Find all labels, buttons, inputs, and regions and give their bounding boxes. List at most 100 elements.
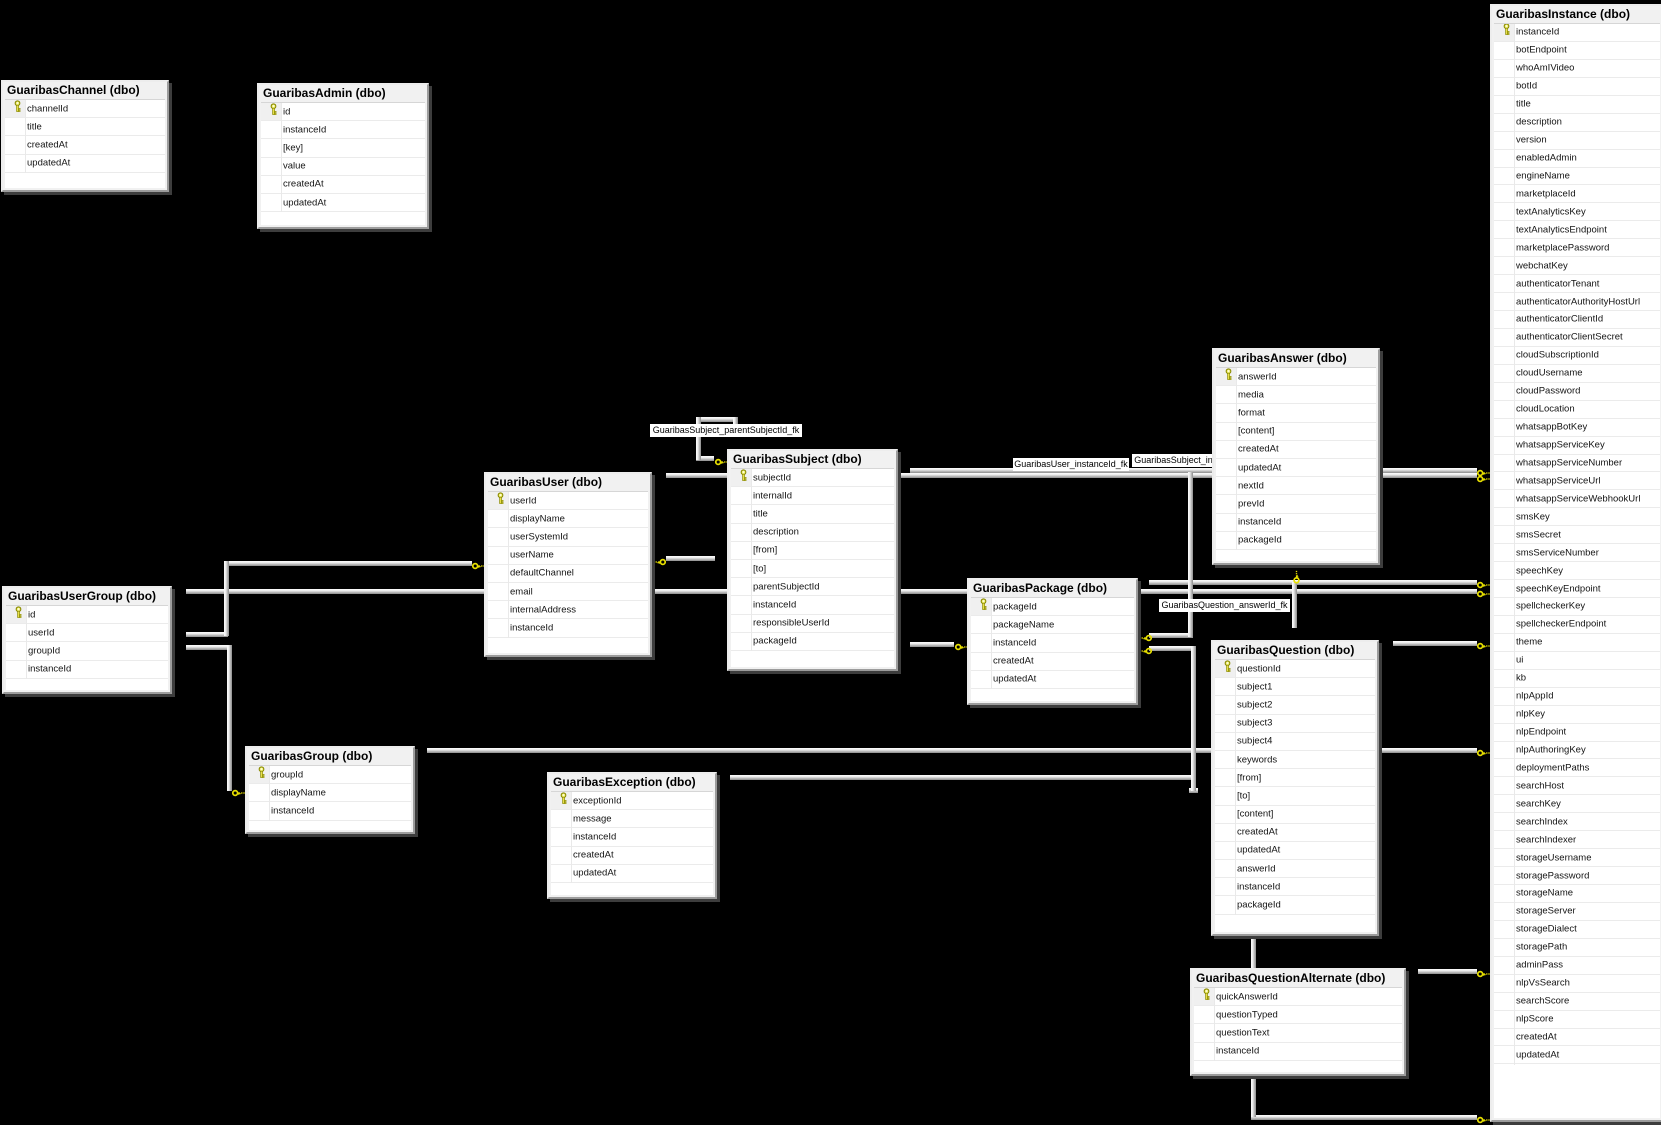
table-row[interactable]: quickAnswerId	[1194, 988, 1402, 1007]
table-row[interactable]: storageUsername	[1494, 849, 1660, 868]
table-row[interactable]: [to]	[731, 560, 894, 579]
table-row[interactable]: smsSecret	[1494, 526, 1660, 545]
table-row[interactable]: speechKeyEndpoint	[1494, 580, 1660, 598]
table-row[interactable]: adminPass	[1494, 957, 1660, 975]
table-row[interactable]: authenticatorClientId	[1494, 311, 1660, 329]
table-row[interactable]: spellcheckerKey	[1494, 598, 1660, 616]
table-row[interactable]: smsKey	[1494, 508, 1660, 527]
table-row[interactable]: instanceId	[731, 596, 894, 615]
table-row[interactable]: instanceId	[1194, 1043, 1402, 1061]
table-row[interactable]: keywords	[1215, 751, 1375, 770]
table-row[interactable]: botEndpoint	[1494, 42, 1660, 60]
table-row[interactable]: [key]	[261, 139, 425, 158]
table-row[interactable]: createdAt	[1216, 441, 1376, 459]
table-row[interactable]: instanceId	[551, 828, 713, 847]
table-row[interactable]: textAnalyticsKey	[1494, 203, 1660, 222]
table-row[interactable]: format	[1216, 404, 1376, 423]
table-row[interactable]: updatedAt	[971, 671, 1134, 689]
table-row[interactable]: title	[5, 118, 165, 137]
table-row[interactable]: speechKey	[1494, 562, 1660, 581]
table-row[interactable]: id	[6, 606, 168, 625]
table-row[interactable]: nlpScore	[1494, 1011, 1660, 1029]
table-row[interactable]: authenticatorClientSecret	[1494, 329, 1660, 347]
table-row[interactable]: storageDialect	[1494, 921, 1660, 939]
table-row[interactable]: whoAmIVideo	[1494, 60, 1660, 78]
table-row[interactable]: subject4	[1215, 733, 1375, 751]
table-row[interactable]: description	[731, 524, 894, 542]
table-row[interactable]: userId	[6, 624, 168, 643]
table-row[interactable]: marketplacePassword	[1494, 239, 1660, 258]
table-row[interactable]: defaultChannel	[488, 565, 648, 583]
table-row[interactable]: searchScore	[1494, 993, 1660, 1011]
table-row[interactable]: spellcheckerEndpoint	[1494, 616, 1660, 634]
table-row[interactable]: whatsappServiceWebhookUrl	[1494, 490, 1660, 509]
table-row[interactable]: storageName	[1494, 885, 1660, 903]
table-row[interactable]: subject1	[1215, 678, 1375, 697]
table-row[interactable]: searchHost	[1494, 777, 1660, 796]
table-row[interactable]: cloudUsername	[1494, 365, 1660, 383]
table-row[interactable]: updatedAt	[261, 194, 425, 213]
table-row[interactable]: whatsappServiceUrl	[1494, 472, 1660, 491]
table-row[interactable]: instanceId	[971, 634, 1134, 653]
table-row[interactable]: packageName	[971, 616, 1134, 635]
table-row[interactable]: deploymentPaths	[1494, 759, 1660, 778]
table-row[interactable]: questionText	[1194, 1024, 1402, 1043]
table-row[interactable]: storagePassword	[1494, 867, 1660, 885]
table-row[interactable]: ui	[1494, 652, 1660, 670]
table-row[interactable]: createdAt	[261, 176, 425, 194]
table-row[interactable]: userSystemId	[488, 528, 648, 547]
table-row[interactable]: storagePath	[1494, 939, 1660, 957]
table-row[interactable]: instanceId	[1494, 24, 1660, 42]
table-row[interactable]: userId	[488, 492, 648, 511]
table-row[interactable]: value	[261, 158, 425, 176]
table-row[interactable]: whatsappBotKey	[1494, 419, 1660, 437]
table-row[interactable]: responsibleUserId	[731, 615, 894, 633]
table-row[interactable]: kb	[1494, 670, 1660, 688]
table-row[interactable]: userName	[488, 547, 648, 565]
table-row[interactable]: nlpAuthoringKey	[1494, 742, 1660, 760]
table-row[interactable]: createdAt	[971, 653, 1134, 671]
table-row[interactable]: displayName	[488, 510, 648, 529]
table-row[interactable]: instanceId	[6, 661, 168, 679]
table-row[interactable]: updatedAt	[1215, 842, 1375, 861]
table-row[interactable]: cloudSubscriptionId	[1494, 347, 1660, 365]
table-row[interactable]: [content]	[1215, 806, 1375, 824]
table-row[interactable]: id	[261, 103, 425, 122]
table-row[interactable]: displayName	[249, 784, 411, 803]
table-row[interactable]: title	[731, 505, 894, 524]
table-row[interactable]: packageId	[1215, 896, 1375, 915]
table-row[interactable]: packageId	[1216, 532, 1376, 550]
table-row[interactable]: createdAt	[1215, 824, 1375, 842]
table-row[interactable]: searchIndexer	[1494, 831, 1660, 850]
table-row[interactable]: instanceId	[249, 802, 411, 821]
table-row[interactable]: groupId	[249, 766, 411, 785]
table-row[interactable]: internalId	[731, 487, 894, 506]
table-row[interactable]: createdAt	[1494, 1029, 1660, 1047]
table-row[interactable]: updatedAt	[5, 155, 165, 173]
table-row[interactable]: searchKey	[1494, 795, 1660, 814]
table-row[interactable]: email	[488, 583, 648, 602]
table-row[interactable]: answerId	[1216, 368, 1376, 387]
table-row[interactable]: searchIndex	[1494, 813, 1660, 832]
table-row[interactable]: smsServiceNumber	[1494, 544, 1660, 563]
table-row[interactable]: subject2	[1215, 696, 1375, 715]
table-row[interactable]: parentSubjectId	[731, 578, 894, 597]
table-question_alternate[interactable]: GuaribasQuestionAlternate (dbo)quickAnsw…	[1190, 968, 1406, 1076]
table-row[interactable]: [to]	[1215, 787, 1375, 806]
table-row[interactable]: [from]	[731, 542, 894, 560]
table-row[interactable]: instanceId	[261, 121, 425, 140]
table-row[interactable]: updatedAt	[551, 865, 713, 883]
table-row[interactable]: createdAt	[551, 847, 713, 865]
table-row[interactable]: prevId	[1216, 495, 1376, 514]
table-row[interactable]: theme	[1494, 634, 1660, 652]
table-row[interactable]: internalAddress	[488, 601, 648, 620]
